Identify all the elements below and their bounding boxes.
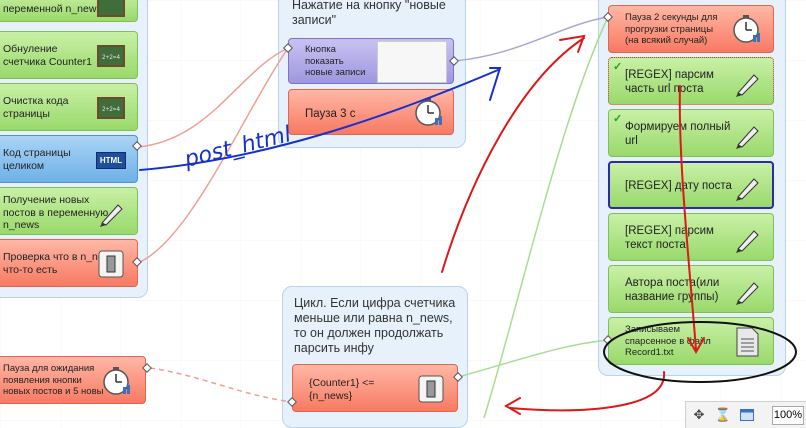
pause-wait-new-posts-block[interactable]: Пауза для ожидания появления кнопки новы… — [0, 356, 146, 404]
move-icon[interactable]: ✥ — [693, 407, 705, 422]
chalkboard-icon: 2+2=4 — [95, 92, 127, 124]
button-thumbnail — [377, 41, 447, 83]
pen-icon — [731, 118, 763, 150]
stopwatch-icon — [731, 13, 763, 45]
bottom-toolbar: ✥ ⌛ 100% — [685, 401, 806, 428]
pen-icon — [731, 222, 763, 254]
switch-icon — [415, 373, 447, 405]
show-new-posts-button-block[interactable]: Кнопка показать новые записи — [288, 38, 454, 84]
right-block-write-file[interactable]: Записываем спарсенное в файл Record1.txt — [608, 317, 774, 365]
left-block-n-news[interactable]: переменной n_news — [0, 0, 138, 22]
right-block-full-url[interactable]: ✓ Формируем полный url — [608, 109, 774, 157]
check-icon: ✓ — [613, 61, 623, 73]
window-icon[interactable] — [738, 406, 756, 424]
check-icon: ✓ — [613, 113, 623, 125]
loop-condition-block[interactable]: {Counter1} <= {n_news} — [292, 364, 458, 412]
right-block-regex-date[interactable]: [REGEX] дату поста — [608, 161, 774, 209]
pen-icon — [95, 196, 127, 228]
left-block-get-posts[interactable]: Получение новых постов в переменную n_ne… — [0, 187, 138, 235]
chalkboard-icon — [95, 0, 127, 23]
left-block-reset-counter[interactable]: Обнуление счетчика Counter1 2+2=4 — [0, 31, 138, 79]
left-block-check-n-news[interactable]: Проверка что в n_news что-то есть — [0, 239, 138, 287]
document-icon — [731, 326, 763, 358]
loop-panel-title: Цикл. Если цифра счетчика меньше или рав… — [294, 296, 456, 355]
pause-3s-block[interactable]: Пауза 3 с — [288, 89, 454, 135]
html-icon: HTML — [95, 144, 127, 176]
stopwatch-icon — [413, 96, 445, 128]
right-block-regex-text[interactable]: [REGEX] парсим текст поста — [608, 213, 774, 261]
stopwatch-icon — [101, 365, 133, 397]
chalkboard-icon: 2+2=4 — [95, 40, 127, 72]
svg-text:2+2=4: 2+2=4 — [102, 54, 120, 61]
right-block-regex-url-part[interactable]: ✓ [REGEX] парсим часть url поста — [608, 57, 774, 105]
pen-icon — [731, 66, 763, 98]
hourglass-icon[interactable]: ⌛ — [714, 407, 732, 422]
right-block-author[interactable]: Автора поста(или название группы) — [608, 265, 774, 313]
right-block-pause-2s[interactable]: Пауза 2 секунды для прогрузки страницы (… — [608, 5, 774, 53]
pen-icon — [731, 170, 763, 202]
left-block-page-code[interactable]: Код страницы целиком HTML — [0, 135, 138, 183]
zoom-select[interactable]: 100% — [772, 406, 804, 425]
switch-icon — [95, 248, 127, 280]
svg-text:2+2=4: 2+2=4 — [102, 106, 120, 113]
left-block-clear-code[interactable]: Очистка кода страницы 2+2=4 — [0, 83, 138, 131]
pen-icon — [731, 274, 763, 306]
middle-panel-title: Нажатие на кнопку "новые записи" — [292, 0, 446, 27]
